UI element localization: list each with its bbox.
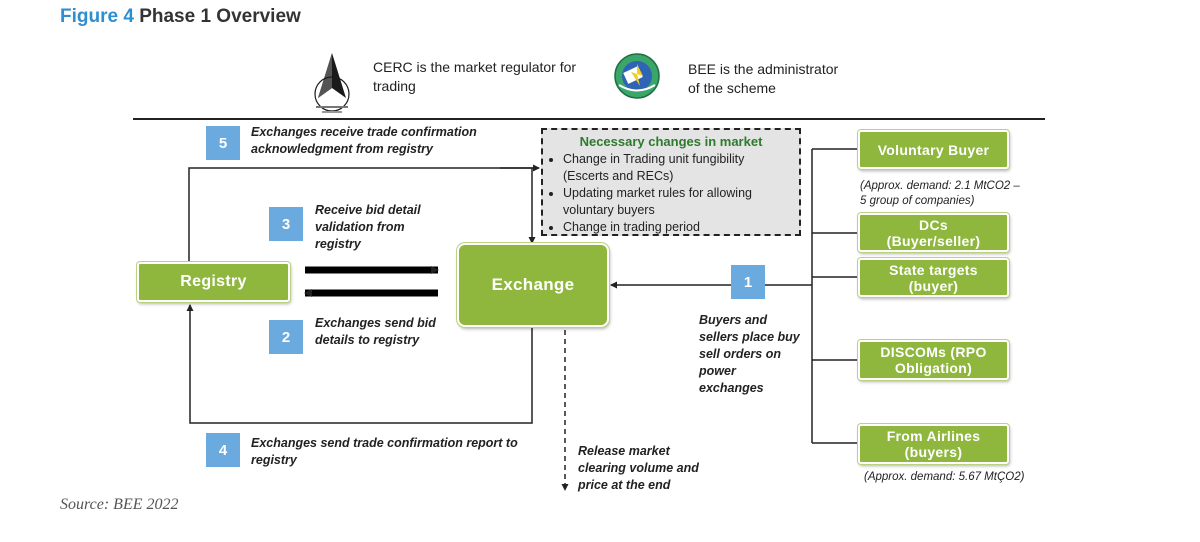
participant-discoms: DISCOMs (RPO Obligation) [858, 340, 1009, 380]
release-line-1: Release market [578, 444, 670, 458]
step-1-line-4: power [699, 364, 736, 378]
step-4-badge: 4 [206, 433, 240, 467]
exchange-node: Exchange [457, 243, 609, 327]
discoms-label-line-1: DISCOMs (RPO [880, 344, 987, 360]
participant-airlines: From Airlines (buyers) [858, 424, 1009, 464]
step-4-line-2: registry [251, 453, 297, 467]
necessary-changes-box: Necessary changes in market Change in Tr… [541, 128, 801, 236]
step-4-line-1: Exchanges send trade confirmation report… [251, 436, 518, 450]
changes-item-trading-period: Change in trading period [563, 219, 793, 236]
step-1-line-2: sellers place buy [699, 330, 800, 344]
figure-source: Source: BEE 2022 [60, 496, 179, 513]
step-3-line-2: validation from [315, 220, 405, 234]
state-label-line-2: (buyer) [908, 277, 959, 294]
cerc-logo [314, 53, 350, 113]
cerc-line-1: CERC is the market regulator for [373, 59, 577, 75]
step-3-line-3: registry [315, 237, 361, 251]
arrow-exchange-to-registry-bottom [186, 304, 533, 424]
step-1-badge: 1 [731, 265, 765, 299]
changes-item-fungibility: Change in Trading unit fungibility (Esce… [563, 151, 793, 185]
step-5-line-1: Exchanges receive trade confirmation [251, 125, 477, 139]
step-2-number: 2 [281, 328, 291, 346]
registry-node: Registry [137, 262, 290, 302]
changes-title: Necessary changes in market [579, 134, 763, 149]
step-2-text: Exchanges send bid details to registry [315, 315, 436, 349]
step-3-text: Receive bid detail validation from regis… [315, 202, 421, 253]
changes-item-market-rules: Updating market rules for allowing volun… [563, 185, 793, 219]
step-1-line-1: Buyers and [699, 313, 768, 327]
participant-dcs: DCs (Buyer/seller) [858, 213, 1009, 252]
step-3-number: 3 [281, 215, 291, 233]
voluntary-demand-line-2: 5 group of companies) [860, 195, 975, 207]
voluntary-buyer-label: Voluntary Buyer [877, 141, 990, 158]
release-line-3: price at the end [578, 478, 671, 492]
participant-voluntary-buyer: Voluntary Buyer [858, 130, 1009, 169]
bee-line-1: BEE is the administrator [688, 61, 839, 77]
step-2-line-1: Exchanges send bid [315, 316, 436, 330]
changes-list: Change in Trading unit fungibility (Esce… [549, 151, 793, 236]
step-5-number: 5 [218, 134, 228, 152]
dcs-label-line-1: DCs [919, 216, 948, 233]
bee-description: BEE is the administrator of the scheme [688, 60, 838, 98]
step-3-badge: 3 [269, 207, 303, 241]
dcs-label-line-2: (Buyer/seller) [886, 232, 981, 249]
step-2-line-2: details to registry [315, 333, 420, 347]
release-line-2: clearing volume and [578, 461, 699, 475]
discoms-label-line-2: Obligation) [894, 360, 973, 376]
bee-logo [614, 53, 660, 99]
airlines-label-line-2: (buyers) [904, 444, 963, 460]
airlines-label-line-1: From Airlines [886, 428, 981, 444]
voluntary-demand-line-1: (Approx. demand: 2.1 MtCO2 – [860, 180, 1020, 192]
figure-title-text: Phase 1 Overview [139, 6, 301, 27]
step-4-text: Exchanges send trade confirmation report… [251, 435, 518, 469]
step-1-text: Buyers and sellers place buy sell orders… [699, 312, 800, 397]
step-3-line-1: Receive bid detail [315, 203, 421, 217]
state-label-line-1: State targets [889, 261, 978, 278]
step-5-line-2: acknowledgment from registry [251, 142, 433, 156]
release-text: Release market clearing volume and price… [578, 443, 699, 494]
step-1-line-5: exchanges [699, 381, 764, 395]
figure-number: Figure 4 [60, 6, 134, 27]
step-1-number: 1 [743, 273, 753, 291]
step-5-text: Exchanges receive trade confirmation ack… [251, 124, 477, 158]
cerc-description: CERC is the market regulator for trading [373, 58, 576, 96]
cerc-line-2: trading [373, 78, 416, 94]
bee-line-2: of the scheme [688, 80, 776, 96]
step-4-number: 4 [218, 441, 228, 459]
arrow-registry-to-exchange-top [188, 167, 536, 262]
step-2-badge: 2 [269, 320, 303, 354]
step-5-badge: 5 [206, 126, 240, 160]
participant-state-targets: State targets (buyer) [858, 258, 1009, 297]
exchange-label: Exchange [491, 275, 575, 294]
figure-title: Figure 4 Phase 1 Overview [60, 6, 301, 28]
registry-label: Registry [180, 273, 247, 290]
step-1-line-3: sell orders on [699, 347, 781, 361]
airlines-demand-note: (Approx. demand: 5.67 MtÇO2) [864, 471, 1025, 483]
voluntary-demand-note: (Approx. demand: 2.1 MtCO2 – 5 group of … [860, 179, 1020, 209]
